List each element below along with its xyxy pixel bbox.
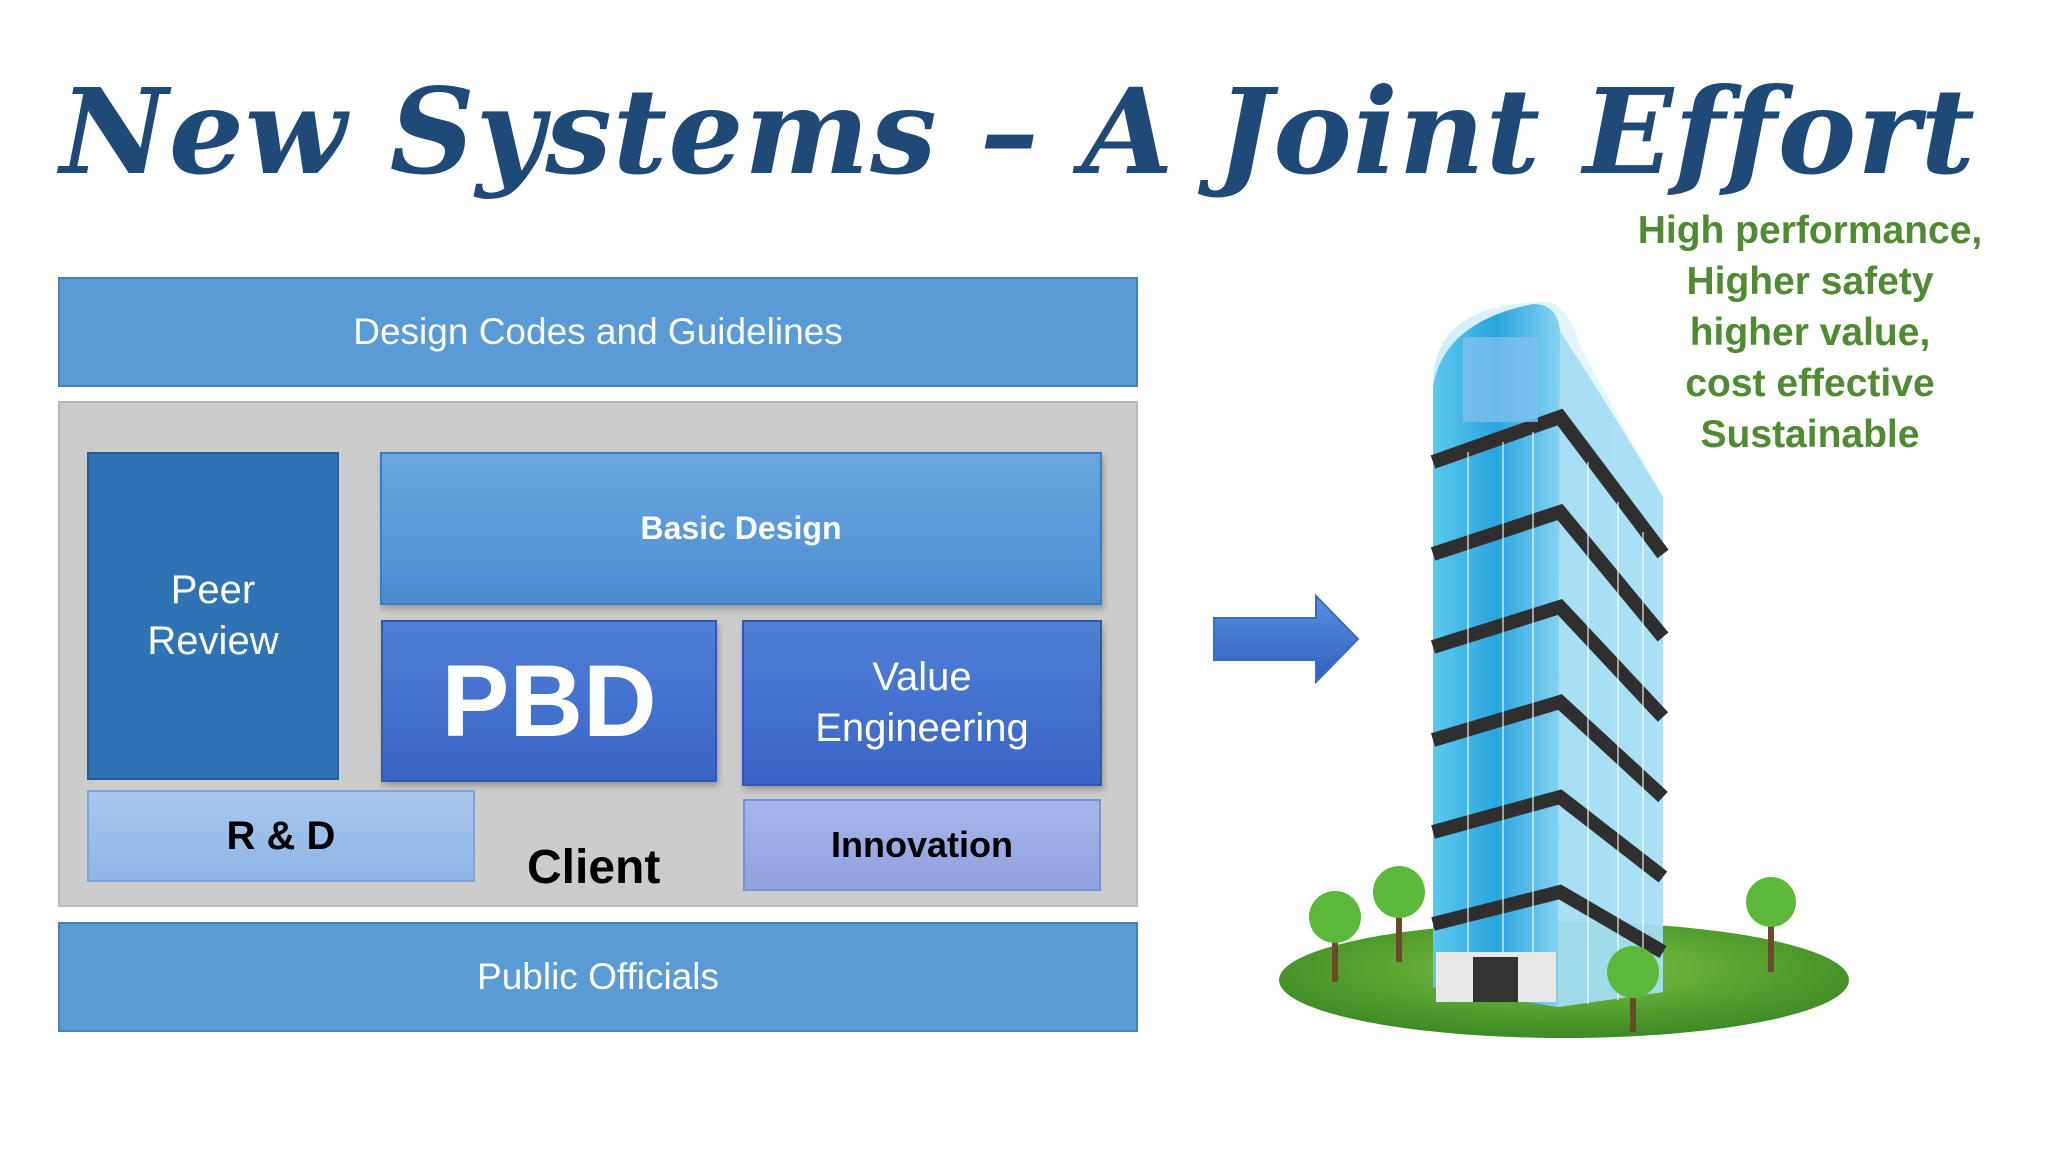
benefit-line: Higher safety <box>1686 260 1934 303</box>
benefit-line: cost effective <box>1685 362 1935 405</box>
benefit-line: High performance, <box>1637 209 1983 252</box>
value-engineering-line-1: Value <box>872 655 972 699</box>
benefit-line: higher value, <box>1689 311 1931 354</box>
basic-design-label: Basic Design <box>640 510 842 546</box>
value-engineering-line-2: Engineering <box>815 706 1029 750</box>
benefit-line: Sustainable <box>1700 413 1920 456</box>
pbd-label: PBD <box>441 643 657 758</box>
design-codes-bar: Design Codes and Guidelines <box>58 277 1138 387</box>
pbd-box: PBD <box>381 620 717 782</box>
benefits-text: High performance, Higher safety higher v… <box>1600 205 2020 460</box>
peer-review-line-1: Peer <box>170 568 256 612</box>
tree-icon <box>1309 866 1796 1032</box>
basic-design-box: Basic Design <box>380 452 1102 605</box>
slide-title: New Systems – A Joint Effort <box>60 62 1977 201</box>
rd-label: R & D <box>226 813 336 858</box>
client-label: Client <box>527 841 661 894</box>
building-illustration <box>1279 302 1849 1038</box>
peer-review-box: Peer Review <box>87 452 339 780</box>
innovation-box: Innovation <box>743 799 1101 891</box>
innovation-label: Innovation <box>831 824 1013 865</box>
public-officials-bar: Public Officials <box>58 922 1138 1032</box>
value-engineering-box: Value Engineering <box>742 620 1102 786</box>
peer-review-line-2: Review <box>147 619 279 663</box>
rd-box: R & D <box>87 790 475 882</box>
right-arrow-icon <box>1213 594 1360 684</box>
